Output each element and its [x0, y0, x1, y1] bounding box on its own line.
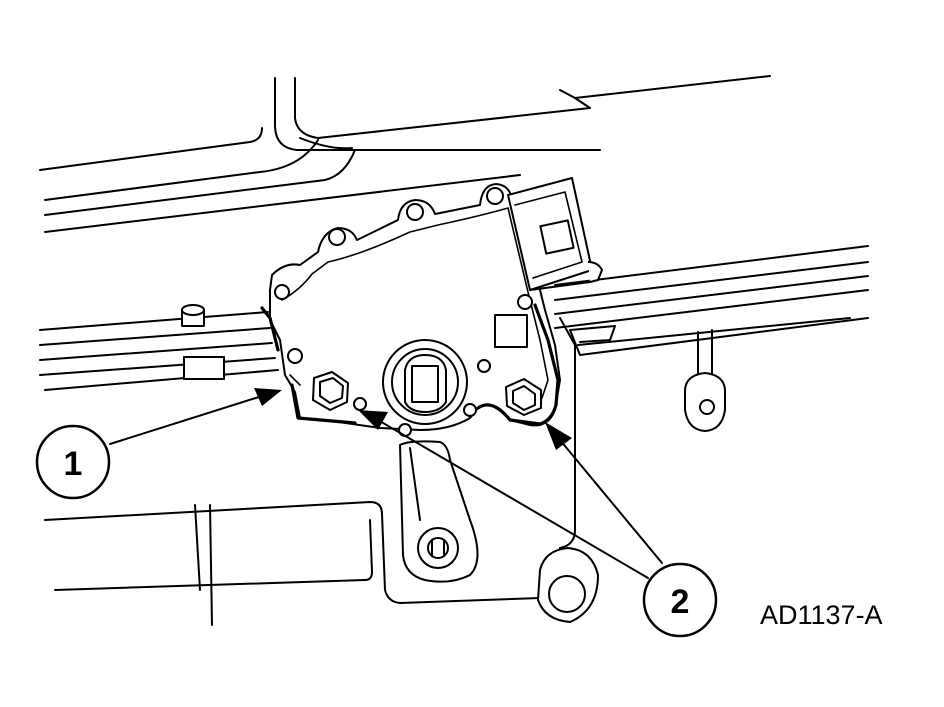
electrical-connector [507, 177, 603, 291]
callout-1: 1 [35, 424, 111, 500]
retaining-bolt-left [312, 371, 349, 411]
transmission-case-lower [44, 317, 851, 626]
locating-pin [181, 304, 205, 327]
left-rail [39, 304, 279, 391]
figure-id: AD1137-A [760, 600, 883, 630]
callout-2: 2 [642, 562, 718, 638]
transmission-case-upper [39, 75, 771, 233]
range-sensor [260, 183, 561, 437]
manual-lever-shaft [382, 339, 468, 425]
callout-1-label: 1 [64, 445, 83, 483]
leader-lines [109, 388, 663, 579]
right-rail [554, 245, 869, 432]
callout-2-label: 2 [671, 583, 690, 621]
manual-lever [399, 440, 599, 623]
mount-bracket [684, 329, 726, 432]
retaining-bolt-right [505, 378, 542, 416]
